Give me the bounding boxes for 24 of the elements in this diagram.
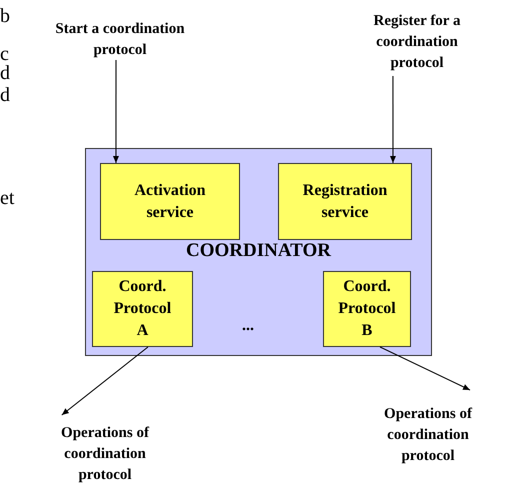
annotation-text: Operations of coordination protocol	[383, 404, 474, 466]
text-fragment: c	[0, 44, 9, 64]
annotation-text: Register for a coordination protocol	[372, 12, 462, 72]
text-fragment: d	[0, 63, 10, 83]
arrow	[61, 346, 148, 416]
ellipsis: ...	[242, 318, 254, 334]
annotation-text: Start a coordination protocol	[54, 20, 186, 60]
arrow	[390, 76, 396, 164]
service-box	[323, 271, 411, 347]
arrow	[112, 60, 119, 164]
annotation-text: Operations of coordination protocol	[60, 424, 150, 484]
service-box	[92, 271, 193, 347]
box-label: Coord. Protocol A	[113, 277, 172, 341]
box-label: Coord. Protocol B	[338, 277, 396, 341]
text-fragment: d	[0, 85, 10, 105]
text-fragment: et	[0, 188, 14, 208]
box-label: Registration service	[302, 180, 388, 222]
service-box	[278, 163, 412, 240]
service-box	[100, 163, 240, 240]
group-title: COORDINATOR	[185, 241, 332, 260]
coordinator-container	[85, 148, 432, 356]
arrow	[380, 346, 470, 390]
box-label: Activation service	[133, 180, 207, 222]
text-fragment: b	[0, 6, 10, 26]
